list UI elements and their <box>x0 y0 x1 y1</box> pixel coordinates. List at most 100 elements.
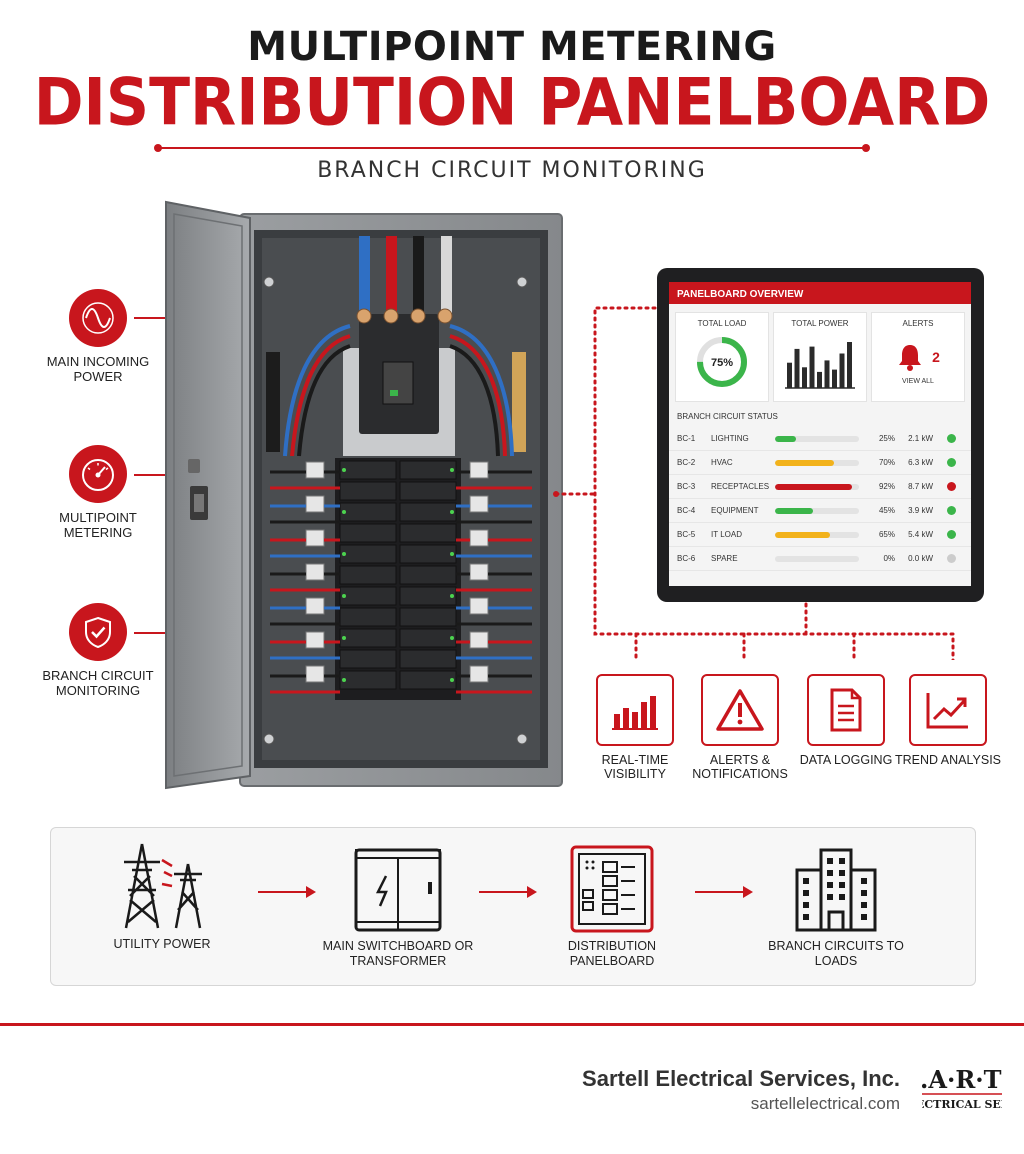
branch-name: EQUIPMENT <box>711 506 759 515</box>
flow-arrow <box>695 886 753 898</box>
page-subtitle: BRANCH CIRCUIT MONITORING <box>317 158 707 183</box>
alerts-label: ALERTS <box>902 319 934 328</box>
status-dot-icon <box>947 554 956 563</box>
company-url[interactable]: sartellelectrical.com <box>750 1094 900 1113</box>
view-all-link[interactable]: VIEW ALL <box>902 378 934 385</box>
feature-label: ALERTS & NOTIFICATIONS <box>692 753 788 781</box>
power-bar <box>787 362 792 388</box>
callout-label: MAIN INCOMING POWER <box>46 354 150 384</box>
document-icon <box>807 674 885 746</box>
power-flow-strip: UTILITY POWER MAIN SWITCHBOARD OR TRANSF… <box>50 827 976 986</box>
company-logo: .A·R·T· ECTRICAL SERV <box>922 1064 1002 1116</box>
flow-arrow <box>479 886 537 898</box>
status-dot-icon <box>947 530 956 539</box>
power-bar <box>809 346 815 388</box>
dashboard-tablet: PANELBOARD OVERVIEW TOTAL LOAD 75% TOTAL… <box>657 268 984 602</box>
warning-icon <box>701 674 779 746</box>
branch-load-fill <box>775 483 853 490</box>
dashboard-connector-lines <box>553 306 955 660</box>
branch-percent: 65% <box>878 530 895 539</box>
total-load-donut: 75% <box>697 337 747 387</box>
flow-arrow <box>258 886 316 898</box>
power-bar <box>824 360 830 388</box>
feature-label: DATA LOGGING <box>799 753 893 767</box>
flow-step-branch-circuits: BRANCH CIRCUITS TO LOADS <box>751 846 921 969</box>
branch-percent: 45% <box>878 506 895 515</box>
status-dot-icon <box>947 506 956 515</box>
power-bar <box>847 342 852 388</box>
total-power-bar-chart <box>785 342 855 389</box>
power-bar <box>817 371 822 388</box>
branch-id: BC-4 <box>677 506 696 515</box>
footer-divider <box>0 1023 1024 1026</box>
branch-kw: 8.7 kW <box>908 482 933 491</box>
flow-label: UTILITY POWER <box>113 937 211 951</box>
branch-load-bar <box>775 531 859 538</box>
branch-name: LIGHTING <box>711 434 749 443</box>
panelboard-icon <box>570 845 654 933</box>
branch-load-bar <box>775 459 859 466</box>
svg-text:ECTRICAL SERV: ECTRICAL SERV <box>922 1098 1002 1111</box>
dashboard-screen: PANELBOARD OVERVIEW TOTAL LOAD 75% TOTAL… <box>669 282 971 586</box>
bar-chart-icon <box>596 674 674 746</box>
branch-kw: 2.1 kW <box>908 434 933 443</box>
branch-load-bar <box>775 507 859 514</box>
dashboard-header: PANELBOARD OVERVIEW <box>669 282 971 304</box>
total-power-label: TOTAL POWER <box>791 319 849 328</box>
branch-row[interactable]: BC-3 RECEPTACLES 92% 8.7 kW <box>669 475 971 499</box>
branch-kw: 0.0 kW <box>908 554 933 563</box>
branch-load-fill <box>775 531 830 538</box>
branch-name: IT LOAD <box>711 530 742 539</box>
bell-icon <box>899 345 922 371</box>
flow-step-distribution-panelboard: DISTRIBUTION PANELBOARD <box>527 844 697 969</box>
branch-percent: 25% <box>878 434 895 443</box>
callout-main-incoming-power: MAIN INCOMING POWER <box>33 289 163 384</box>
branch-name: SPARE <box>711 554 738 563</box>
flow-step-main-switchboard: MAIN SWITCHBOARD OR TRANSFORMER <box>313 846 483 969</box>
branch-id: BC-2 <box>677 458 696 467</box>
callout-label: BRANCH CIRCUIT MONITORING <box>42 668 154 698</box>
page-title-line1: MULTIPOINT METERING <box>247 24 777 70</box>
trend-chart-icon <box>909 674 987 746</box>
power-bar <box>839 353 845 388</box>
gauge-icon <box>69 445 127 503</box>
branch-name: RECEPTACLES <box>711 482 770 491</box>
power-bar <box>832 369 837 388</box>
feature-alerts-notifications: ALERTS & NOTIFICATIONS <box>680 674 800 781</box>
branch-load-fill <box>775 435 796 442</box>
total-power-card: TOTAL POWER <box>773 312 867 402</box>
transmission-tower-icon <box>124 843 202 929</box>
alerts-card[interactable]: ALERTS 2 VIEW ALL <box>871 312 965 402</box>
page-title-line2: DISTRIBUTION PANELBOARD <box>33 65 991 141</box>
callout-branch-circuit-monitoring: BRANCH CIRCUIT MONITORING <box>33 603 163 698</box>
company-info: Sartell Electrical Services, Inc. sartel… <box>582 1066 900 1114</box>
branch-status-title: BRANCH CIRCUIT STATUS <box>677 412 778 421</box>
flow-label: BRANCH CIRCUITS TO LOADS <box>768 939 904 968</box>
branch-load-fill <box>775 459 834 466</box>
total-load-label: TOTAL LOAD <box>697 319 747 328</box>
flow-label: MAIN SWITCHBOARD OR TRANSFORMER <box>322 939 474 968</box>
branch-kw: 3.9 kW <box>908 506 933 515</box>
flow-step-utility-power: UTILITY POWER <box>77 840 247 952</box>
branch-id: BC-3 <box>677 482 696 491</box>
shield-check-icon <box>69 603 127 661</box>
alerts-count: 2 <box>932 349 940 365</box>
callout-label: MULTIPOINT METERING <box>59 510 137 540</box>
branch-row[interactable]: BC-4 EQUIPMENT 45% 3.9 kW <box>669 499 971 523</box>
feature-data-logging: DATA LOGGING <box>786 674 906 767</box>
branch-load-bar <box>775 555 859 562</box>
branch-percent: 92% <box>878 482 895 491</box>
branch-kw: 6.3 kW <box>908 458 933 467</box>
total-load-value: 75% <box>711 357 733 369</box>
branch-id: BC-6 <box>677 554 696 563</box>
switchboard-icon <box>354 848 442 932</box>
status-dot-icon <box>947 434 956 443</box>
company-name: Sartell Electrical Services, Inc. <box>582 1066 900 1091</box>
status-dot-icon <box>947 482 956 491</box>
feature-real-time-visibility: REAL-TIME VISIBILITY <box>575 674 695 781</box>
status-dot-icon <box>947 458 956 467</box>
